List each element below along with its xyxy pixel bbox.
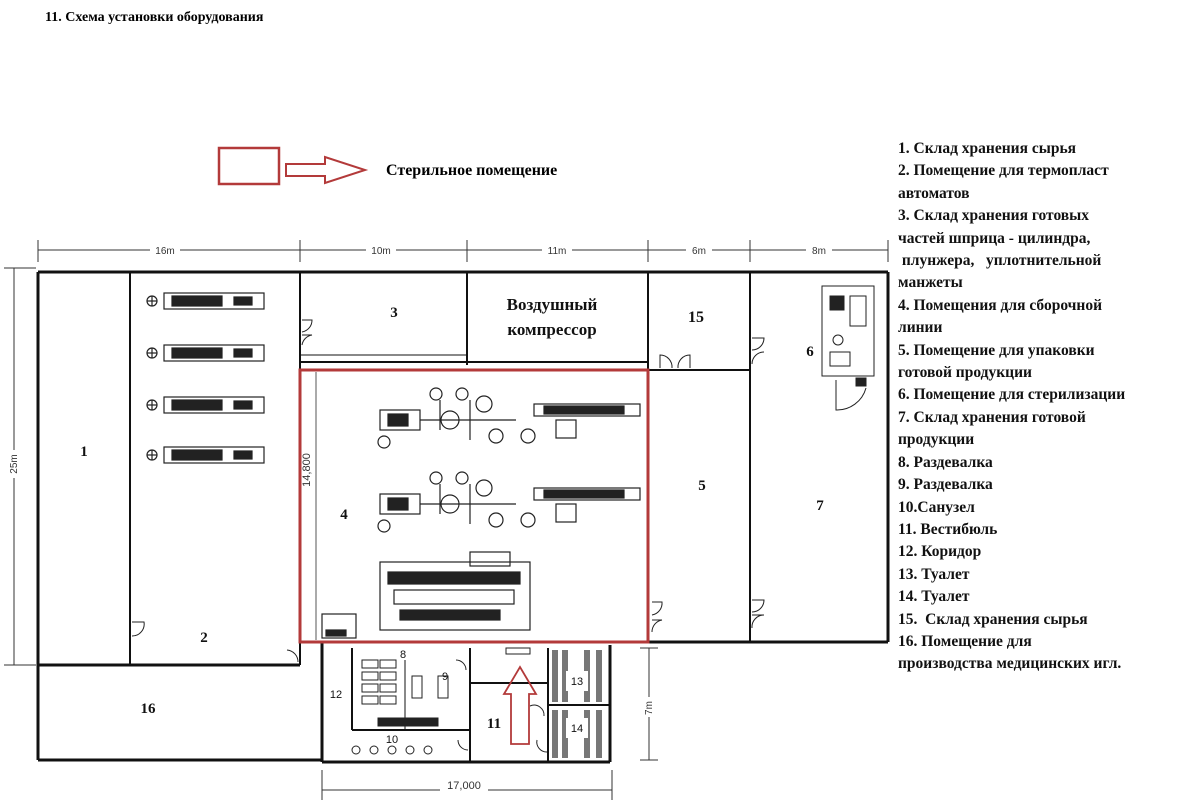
dim-bottom: 17,000: [447, 780, 481, 792]
legend-line: 1. Склад хранения сырья: [898, 140, 1077, 157]
dim-top-5: 8m: [812, 246, 826, 257]
legend-line: частей шприца - цилиндра,: [898, 229, 1091, 247]
room-number-5: 5: [698, 478, 706, 494]
room-number-9: 9: [442, 671, 448, 683]
legend-line: готовой продукции: [898, 364, 1032, 382]
sterile-legend-box-icon: [217, 146, 281, 186]
room-number-4: 4: [340, 507, 348, 523]
dim-right: 7m: [644, 701, 655, 715]
legend-line: 5. Помещение для упаковки: [898, 341, 1095, 359]
room-number-11: 11: [487, 716, 501, 732]
dim-top-4: 6m: [692, 246, 706, 257]
legend-line: 11. Вестибюль: [898, 520, 998, 538]
room-number-6: 6: [806, 344, 814, 360]
legend-line: плунжера, уплотнительной: [898, 252, 1102, 270]
legend-line: 4. Помещения для сборочной: [898, 296, 1103, 314]
room-number-1: 1: [80, 444, 88, 460]
dim-top-1: 16m: [155, 246, 174, 257]
sterile-room-outline: [298, 368, 650, 644]
room-number-7: 7: [816, 498, 824, 514]
sterilizer-equipment: [821, 285, 875, 387]
legend-line: 15. Склад хранения сырья: [898, 610, 1088, 628]
compressor-label-2: компрессор: [507, 320, 596, 339]
room-number-10: 10: [386, 734, 398, 746]
legend-line: 10.Санузел: [898, 498, 975, 516]
legend-line: 3. Склад хранения готовых: [898, 207, 1090, 225]
dim-inner: 14,800: [301, 453, 313, 487]
page-title: 11. Схема установки оборудования: [45, 10, 264, 25]
room-number-12: 12: [330, 689, 342, 701]
dim-top-2: 10m: [371, 246, 390, 257]
dim-top-3: 11m: [548, 246, 567, 257]
sterile-label: Стерильное помещение: [386, 162, 557, 179]
room-legend: 1. Склад хранения сырья 2. Помещение для…: [898, 138, 1198, 676]
changing-room-fixtures: [351, 647, 531, 755]
compressor-label-1: Воздушный: [507, 295, 598, 314]
thermoplast-machines: [146, 292, 265, 464]
legend-line: 6. Помещение для стерилизации: [898, 386, 1126, 404]
room-number-3: 3: [390, 305, 398, 321]
dim-left: 25m: [9, 454, 20, 473]
room-number-14: 14: [571, 723, 583, 735]
legend-line: 9. Раздевалка: [898, 476, 993, 494]
legend-line: линии: [898, 319, 943, 337]
legend-line: 7. Склад хранения готовой: [898, 408, 1086, 426]
room-number-16: 16: [141, 701, 157, 717]
legend-line: 13. Туалет: [898, 565, 970, 583]
room-number-15: 15: [688, 309, 704, 326]
room-number-8: 8: [400, 649, 406, 661]
entrance-arrow-icon: [502, 665, 538, 745]
room-number-2: 2: [200, 630, 208, 646]
doors: [131, 319, 867, 753]
room-number-13: 13: [571, 676, 583, 688]
legend-line: автоматов: [898, 184, 970, 202]
legend-line: 12. Коридор: [898, 543, 982, 561]
assembly-equipment: [321, 387, 641, 639]
legend-line: манжеты: [898, 274, 963, 292]
legend-line: 14. Туалет: [898, 588, 970, 606]
legend-line: 16. Помещение для: [898, 632, 1032, 650]
arrow-right-icon: [285, 155, 369, 185]
legend-line: производства медицинских игл.: [898, 655, 1122, 673]
legend-line: 8. Раздевалка: [898, 453, 993, 471]
legend-line: продукции: [898, 431, 975, 449]
legend-line: 2. Помещение для термопласт: [898, 162, 1109, 180]
